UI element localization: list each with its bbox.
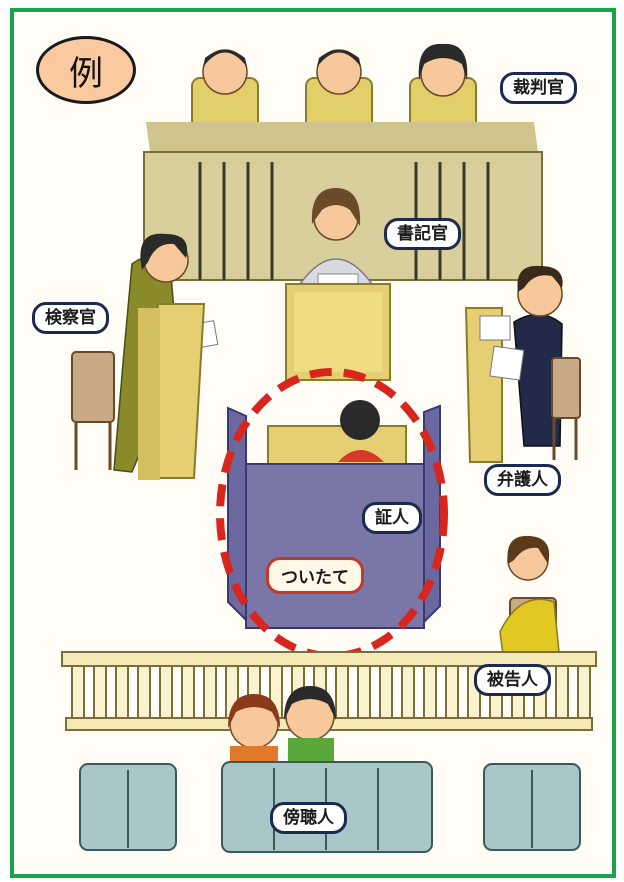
- label-defense: 弁護人: [484, 464, 561, 496]
- illustration-frame: 例 裁判官 書記官 検察官 弁護人 証人 ついたて 被告人 傍聴人: [10, 8, 616, 878]
- highlight-ring: [216, 368, 448, 660]
- railing-baluster: [357, 665, 371, 719]
- witness-screen-group: [216, 368, 448, 660]
- railing-baluster: [203, 665, 217, 719]
- defense-group: [464, 265, 581, 463]
- railing-baluster: [71, 665, 85, 719]
- railing-baluster: [445, 665, 459, 719]
- defendant-group: [499, 535, 561, 663]
- label-prosecutor: 検察官: [32, 302, 109, 334]
- label-witness: 証人: [362, 502, 422, 534]
- label-screen: ついたて: [266, 557, 364, 594]
- spectators-group: [228, 686, 336, 768]
- courtroom-illustration: [14, 12, 612, 874]
- railing-baluster: [137, 665, 151, 719]
- railing-baluster: [181, 665, 195, 719]
- railing-baluster: [379, 665, 393, 719]
- label-defendant: 被告人: [474, 664, 551, 696]
- label-clerk: 書記官: [384, 218, 461, 250]
- railing-baluster: [159, 665, 173, 719]
- label-judge: 裁判官: [500, 72, 577, 104]
- label-gallery: 傍聴人: [270, 802, 347, 834]
- clerk-group: [285, 188, 391, 381]
- gallery-railing: [61, 651, 597, 731]
- railing-baluster: [555, 665, 569, 719]
- judges-bench: [143, 122, 543, 281]
- example-badge: 例: [36, 36, 136, 104]
- railing-baluster: [335, 665, 349, 719]
- railing-baluster: [577, 665, 591, 719]
- railing-baluster: [401, 665, 415, 719]
- railing-baluster: [93, 665, 107, 719]
- railing-baluster: [115, 665, 129, 719]
- railing-baluster: [423, 665, 437, 719]
- prosecutor-group: [71, 233, 219, 480]
